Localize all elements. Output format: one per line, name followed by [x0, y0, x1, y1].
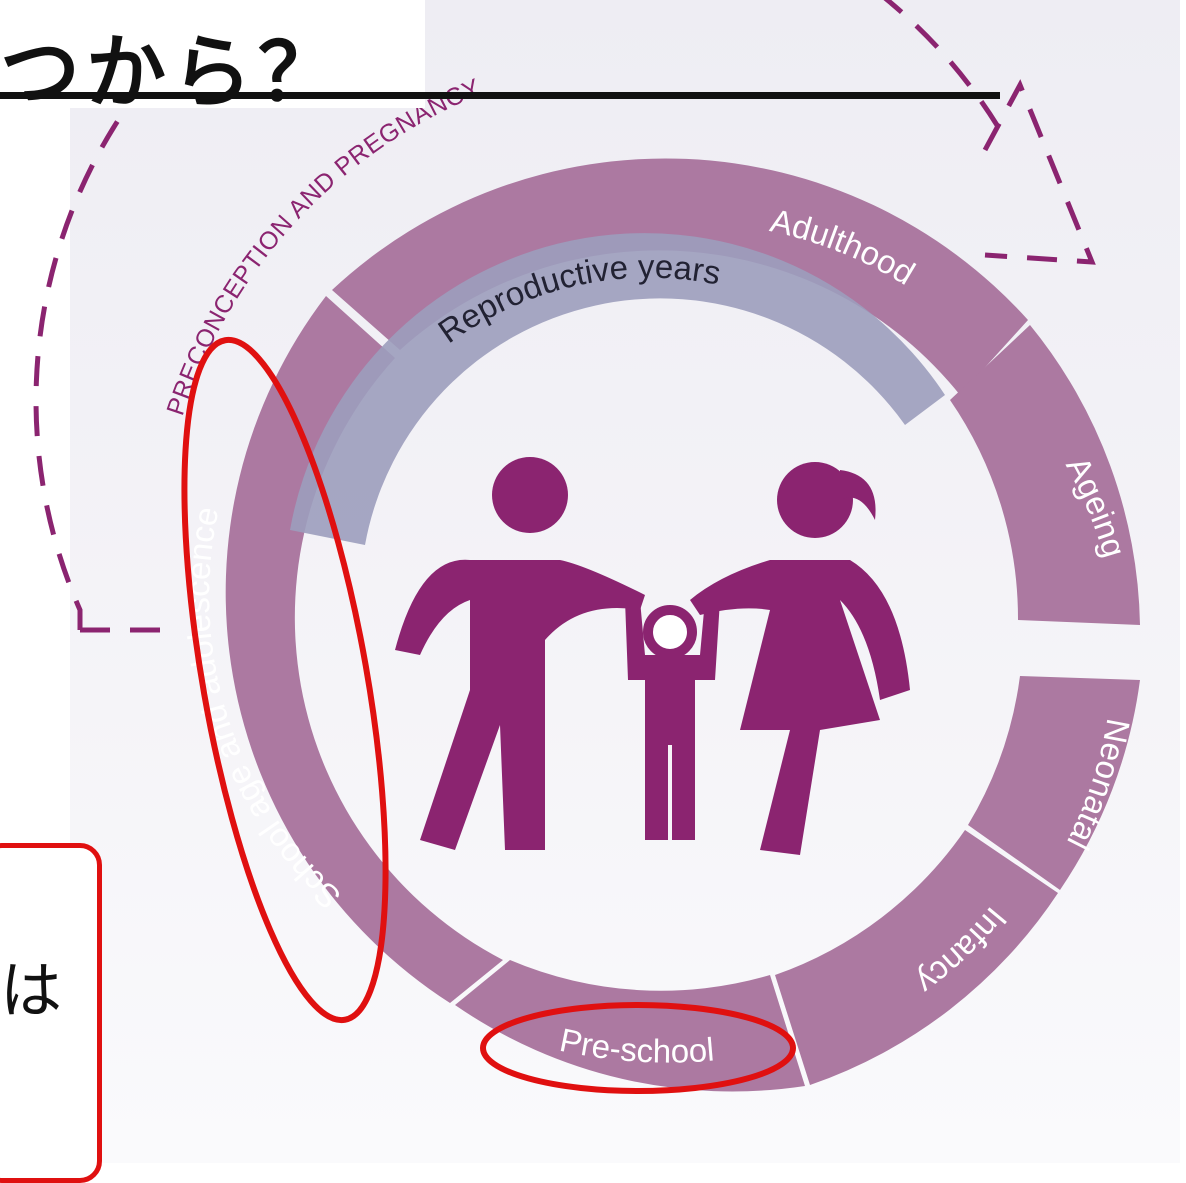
title-underline	[0, 92, 1000, 99]
callout-text: は	[0, 954, 63, 1027]
segment-infancy	[775, 830, 1058, 1085]
preconception-arrow	[33, 0, 1096, 633]
family-icon	[395, 457, 910, 855]
ring-segments	[225, 158, 1140, 1092]
page-title: つから？	[0, 26, 344, 119]
segment-pre-school	[455, 960, 805, 1092]
segment-neonatal	[968, 676, 1140, 890]
callout-box	[0, 843, 102, 1183]
title-banner: つから？	[0, 0, 1000, 119]
highlight-school-age	[181, 336, 389, 1024]
segment-school-age	[225, 296, 503, 1003]
segment-adulthood	[332, 158, 1028, 395]
segment-ageing	[950, 325, 1140, 625]
highlight-pre-school	[480, 1002, 796, 1094]
reproductive-band	[290, 233, 945, 545]
